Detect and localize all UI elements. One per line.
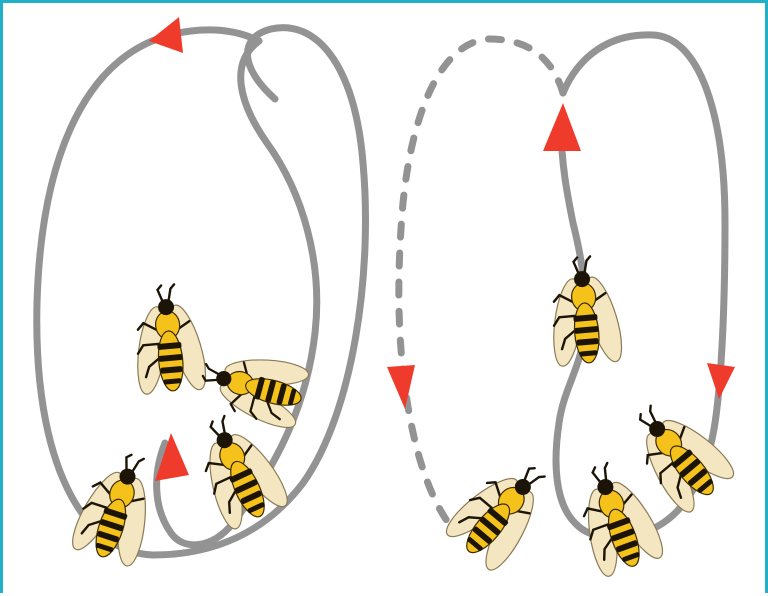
bees — [62, 254, 744, 583]
right-dashed-return — [399, 39, 563, 521]
bee-right-1 — [540, 254, 629, 370]
bee-left-1 — [124, 282, 213, 398]
left-top-arrow — [149, 17, 183, 53]
right-waggle-arrow — [543, 103, 581, 151]
bee-right-4 — [436, 444, 568, 579]
right-outer-arrow — [707, 363, 735, 399]
left-dance-panel — [37, 17, 366, 555]
bee-dance-diagram — [3, 3, 768, 596]
